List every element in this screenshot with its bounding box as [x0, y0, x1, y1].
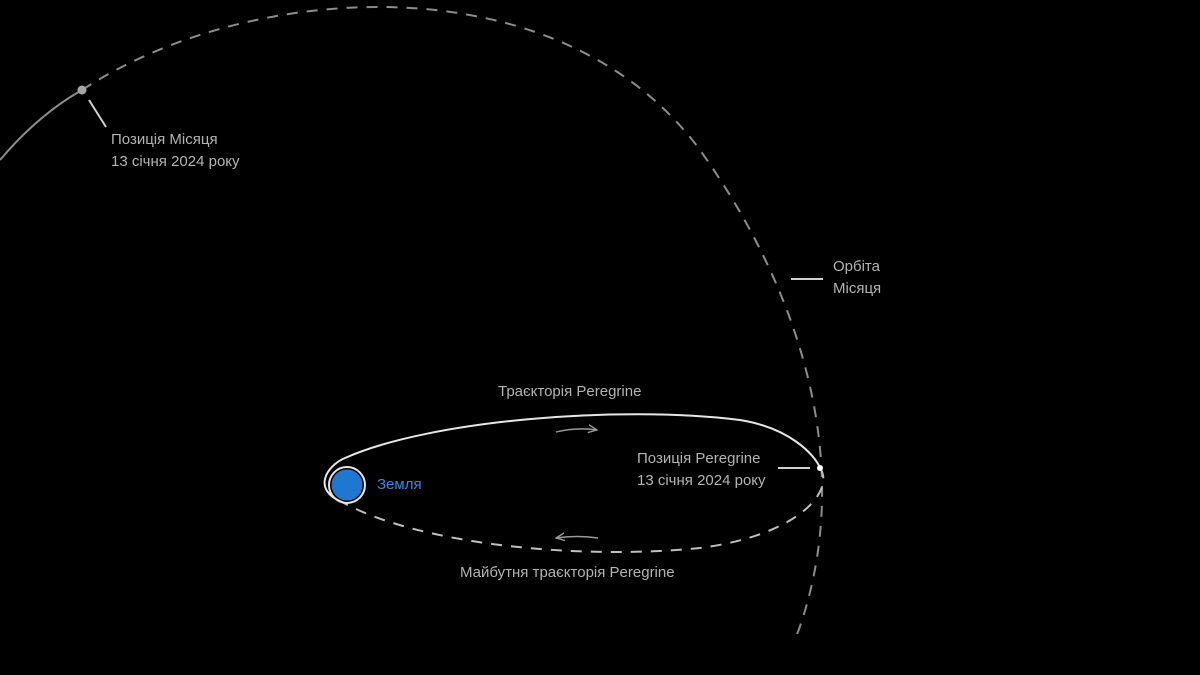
trajectory-label: Траєкторія Peregrine — [498, 383, 642, 400]
earth-globe — [331, 469, 363, 501]
moon-orbit-solid — [0, 89, 83, 161]
peregrine-position-label: Позиція Peregrine 13 січня 2024 року — [637, 448, 766, 492]
moon-orbit-label-line2: Місяця — [833, 280, 882, 297]
peregrine-trajectory — [323, 413, 821, 503]
moon-orbit-label: Орбіта Місяця — [833, 256, 881, 300]
backward-arrow-icon — [556, 537, 599, 539]
moon-position-leader — [88, 99, 107, 128]
moon-orbit-label-line1: Орбіта — [833, 258, 880, 275]
peregrine-marker — [817, 465, 823, 471]
earth-outline — [328, 466, 366, 504]
forward-arrow-icon — [555, 429, 597, 432]
peregrine-position-label-line1: Позиція Peregrine — [637, 450, 761, 467]
peregrine-position-label-line2: 13 січня 2024 року — [637, 472, 766, 489]
moon-position-label-line2: 13 січня 2024 року — [111, 153, 240, 170]
moon-position-label: Позиція Місяця 13 січня 2024 року — [111, 129, 240, 173]
moon-orbit-dashed — [81, 5, 824, 641]
moon-marker — [77, 85, 87, 95]
earth-label: Земля — [377, 476, 422, 493]
peregrine-future-trajectory — [341, 467, 825, 553]
moon-position-label-line1: Позиція Місяця — [111, 131, 218, 148]
future-trajectory-label: Майбутня траєкторія Peregrine — [460, 564, 675, 581]
